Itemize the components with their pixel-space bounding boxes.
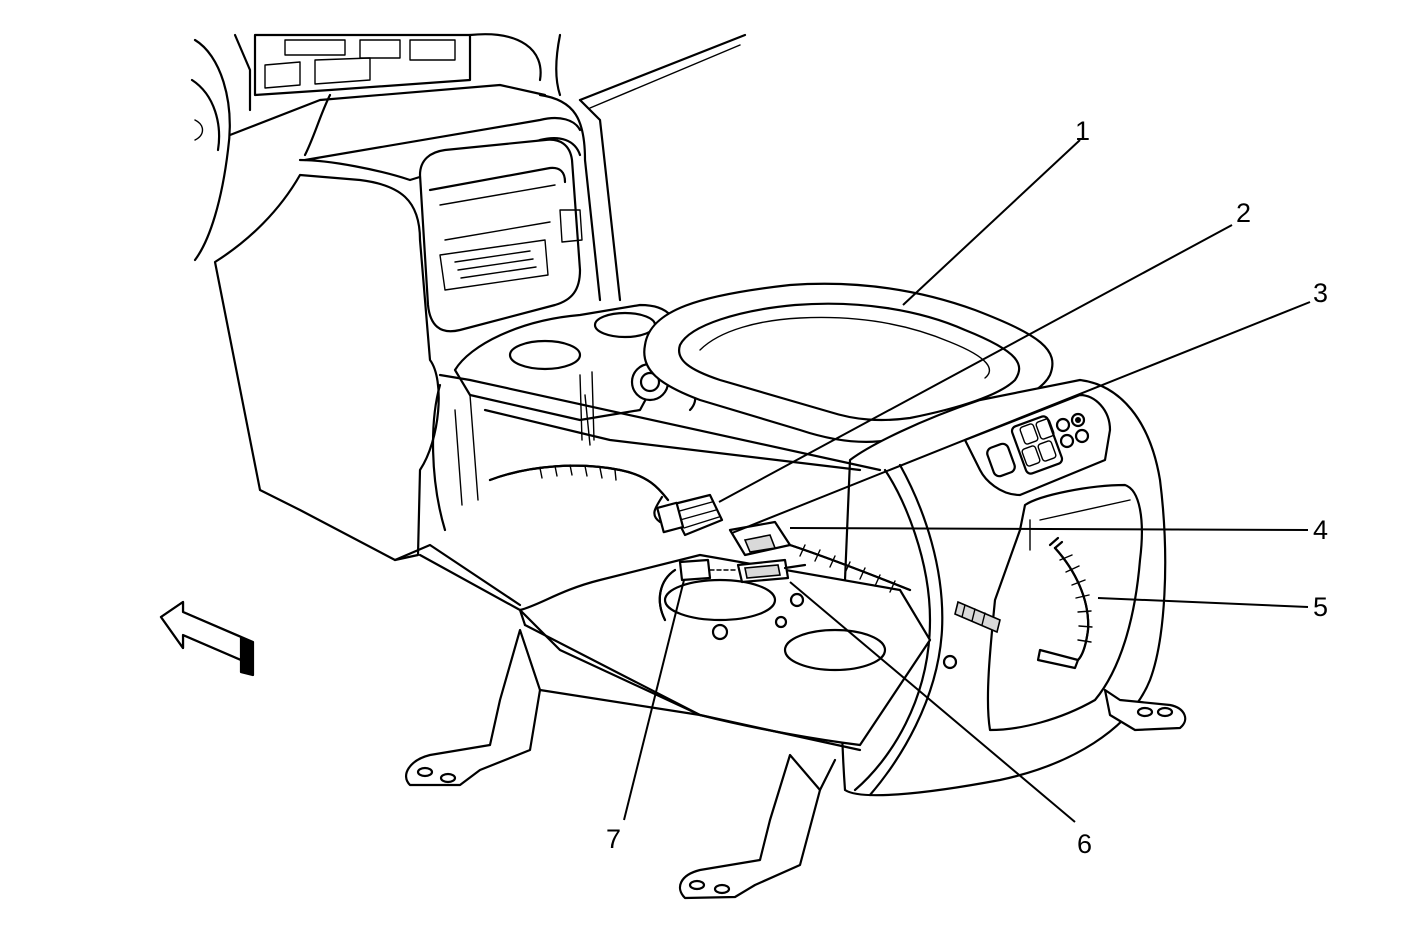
- callout-labels: 1 2 3 4 5 6 7: [606, 116, 1328, 859]
- leader-line-6: [789, 581, 1076, 823]
- leader-line-1: [902, 139, 1081, 306]
- leader-line-5: [1097, 597, 1309, 608]
- callout-1: 1: [1075, 116, 1090, 146]
- mounting-brackets: [405, 628, 1187, 900]
- leader-line-2: [718, 224, 1233, 503]
- leader-line-7: [623, 579, 685, 821]
- forward-arrow-icon: [159, 600, 255, 677]
- console-body: [213, 93, 1167, 797]
- callout-6: 6: [1077, 829, 1092, 859]
- callout-7: 7: [606, 824, 621, 854]
- leader-lines: [623, 139, 1311, 823]
- leader-line-3: [731, 301, 1311, 534]
- callout-2: 2: [1236, 198, 1251, 228]
- leader-line-4: [789, 527, 1309, 531]
- callout-5: 5: [1313, 592, 1328, 622]
- callout-4: 4: [1313, 515, 1328, 545]
- callout-3: 3: [1313, 278, 1328, 308]
- instrument-panel: [190, 33, 747, 262]
- console-wiring-harness: [488, 464, 1093, 670]
